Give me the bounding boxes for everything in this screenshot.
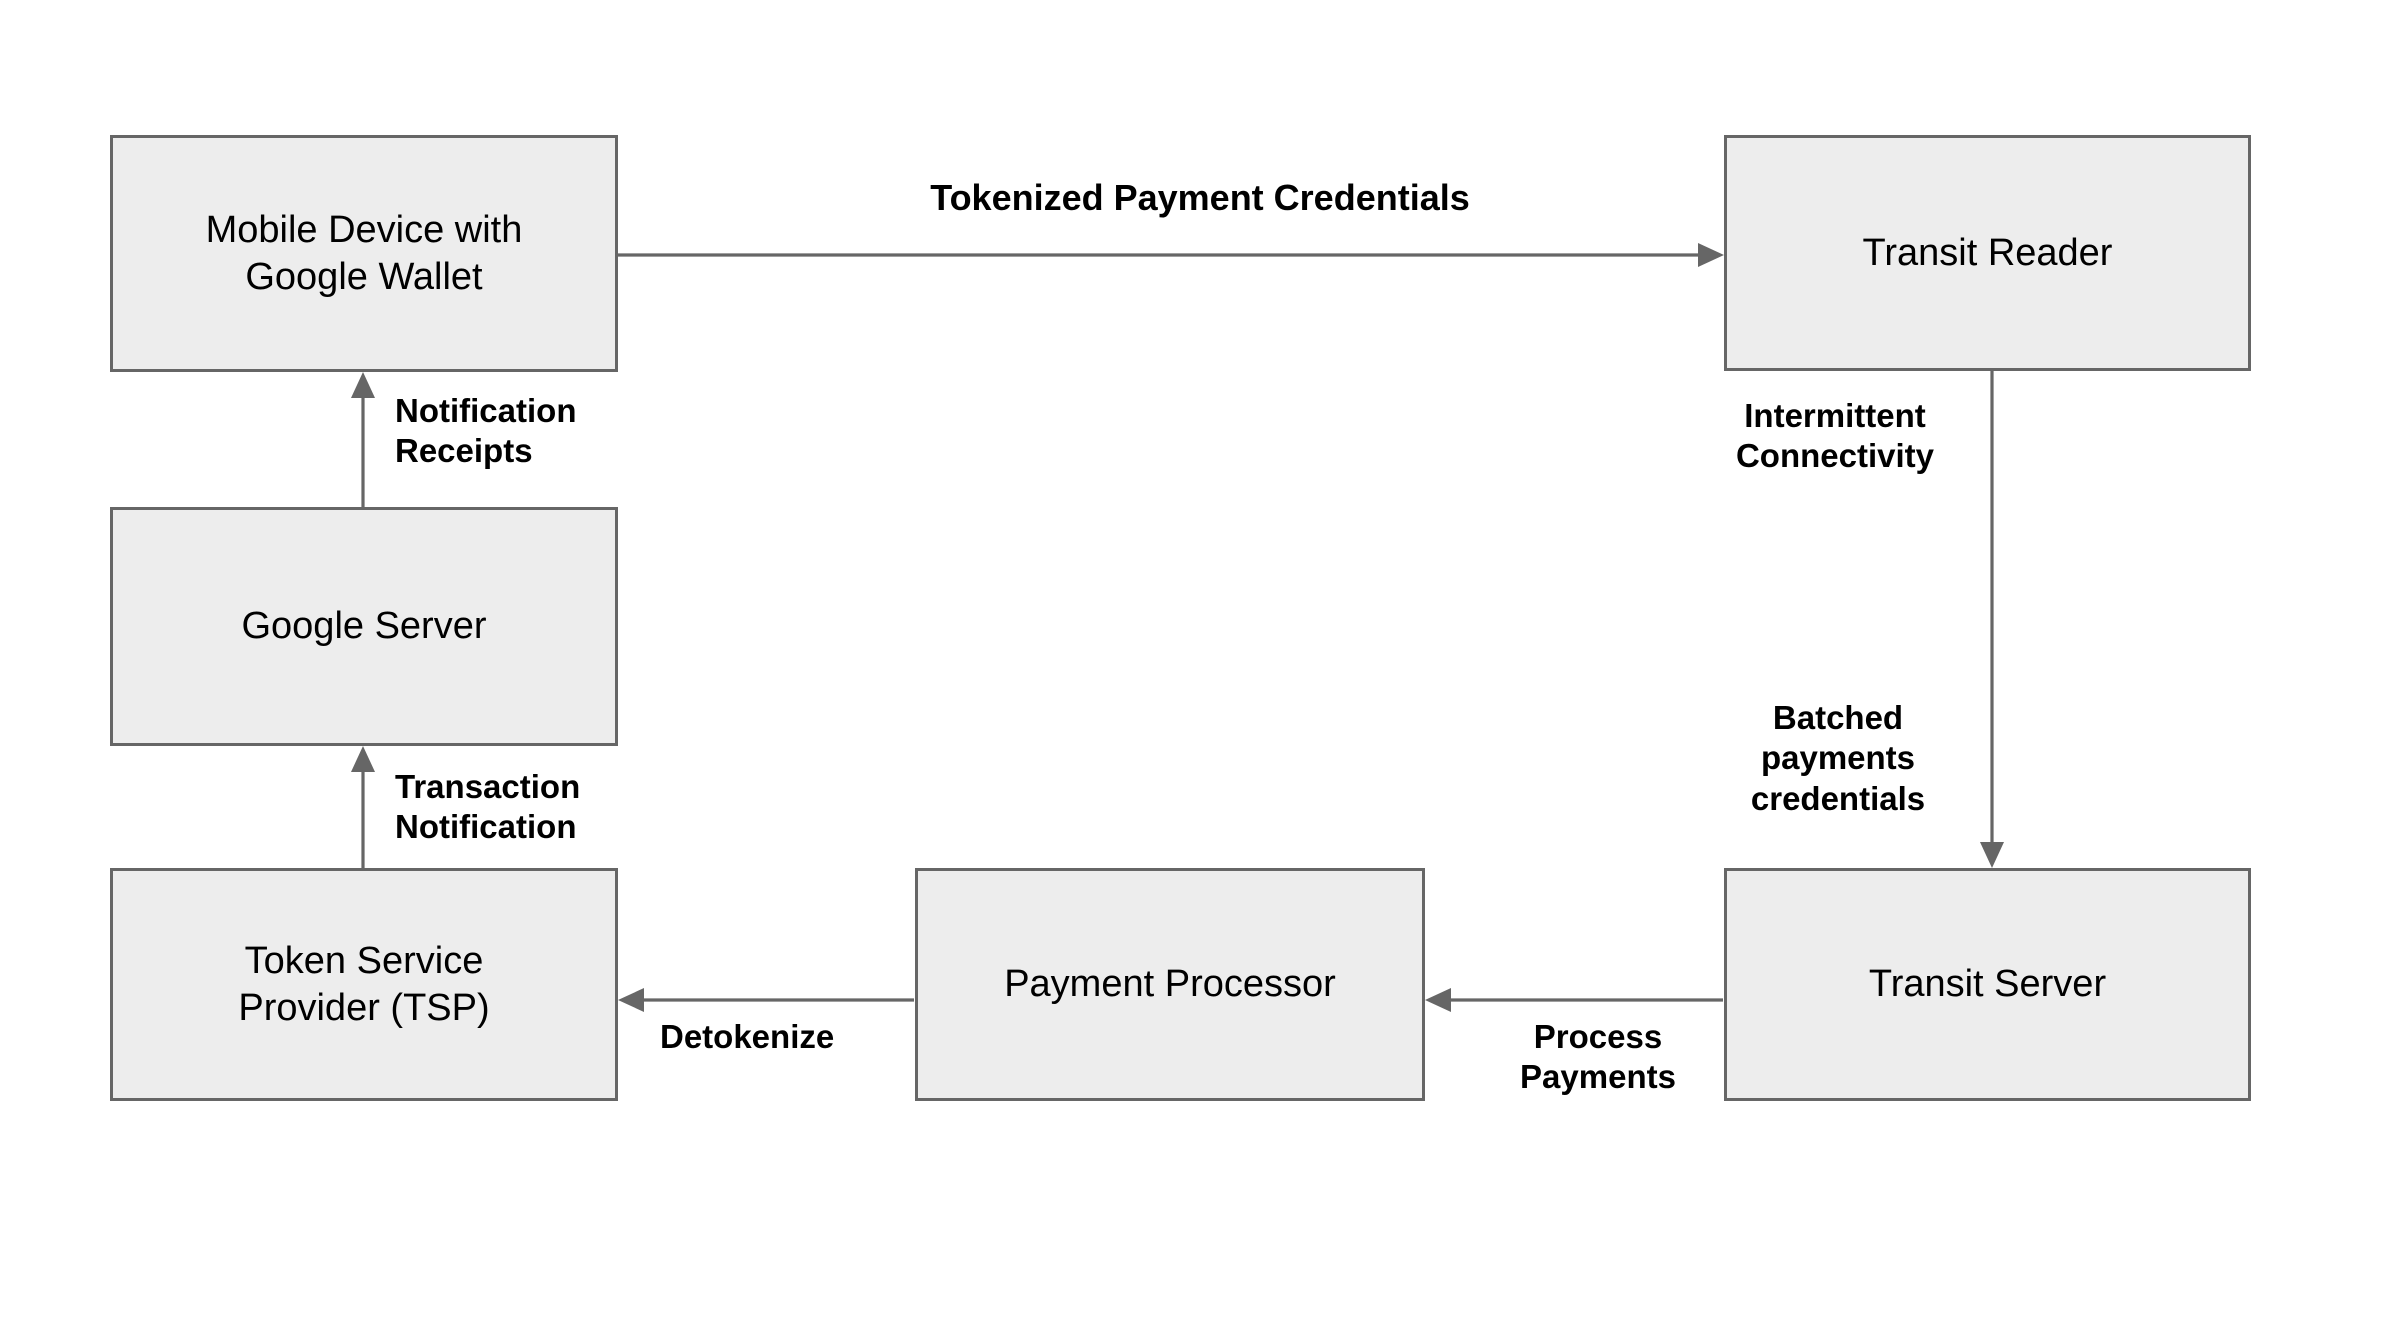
edge-label-transaction-notification: Transaction Notification [395, 768, 581, 846]
edge-label-batched-payments-credentials: Batched payments credentials [1750, 699, 1926, 817]
edge-transit-server-to-payment-processor [1425, 988, 1723, 1012]
edge-payment-processor-to-tsp [618, 988, 914, 1012]
node-mobile-device-with-google-wallet[interactable]: Mobile Device with Google Wallet [110, 135, 618, 372]
node-label: Transit Reader [1862, 231, 2113, 274]
node-label: Payment Processor [1004, 963, 1336, 1006]
edge-google-server-to-mobile-device [351, 372, 375, 507]
node-payment-processor[interactable]: Payment Processor [915, 868, 1425, 1101]
node-token-service-provider[interactable]: Token Service Provider (TSP) [110, 868, 618, 1101]
node-google-server[interactable]: Google Server [110, 507, 618, 746]
edge-label-notification-receipts: Notification Receipts [395, 392, 577, 470]
node-transit-reader[interactable]: Transit Reader [1724, 135, 2251, 371]
node-label: Mobile Device with Google Wallet [205, 209, 523, 298]
edge-label-detokenize: Detokenize [660, 1018, 835, 1055]
edge-tokenized-payment-credentials [618, 243, 1724, 267]
edge-label-process-payments: Process Payments [1520, 1018, 1676, 1096]
edge-transit-reader-to-transit-server [1980, 371, 2004, 868]
node-label: Google Server [241, 605, 487, 648]
edge-label-tokenized-payment-credentials: Tokenized Payment Credentials [930, 177, 1470, 218]
node-label: Token Service Provider (TSP) [238, 940, 490, 1029]
node-transit-server[interactable]: Transit Server [1724, 868, 2251, 1101]
node-label: Transit Server [1868, 963, 2107, 1006]
edge-label-intermittent-connectivity: Intermittent Connectivity [1735, 397, 1935, 475]
